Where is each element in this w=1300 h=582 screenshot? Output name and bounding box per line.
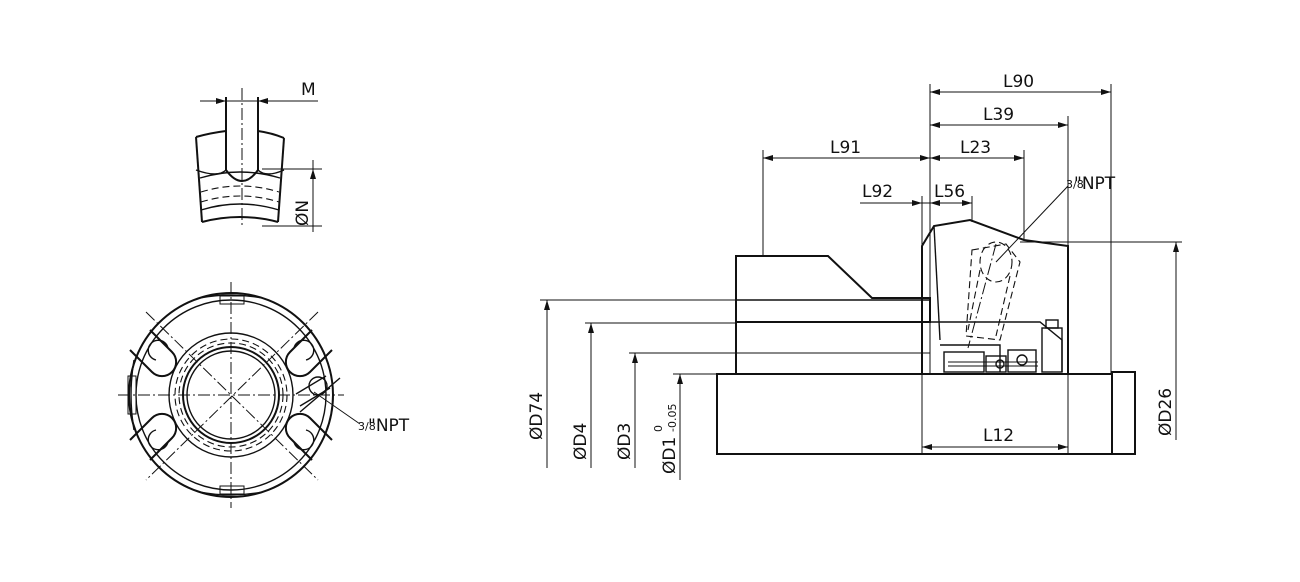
npt-right-label: "NPT (1074, 174, 1116, 194)
dim-l91-label: L91 (830, 138, 861, 158)
dim-l56-label: L56 (934, 182, 965, 202)
dim-d74-label: ØD74 (527, 392, 547, 440)
dim-d26-label: ØD26 (1156, 388, 1176, 436)
dim-l92-label: L92 (862, 182, 893, 202)
dim-l90-label: L90 (1003, 72, 1034, 92)
slot-detail-view: M ØN (195, 80, 322, 232)
slot-lower-left (129, 412, 178, 461)
slot-upper-right (284, 329, 333, 378)
dim-d1-tol-lower: -0.05 (666, 404, 679, 432)
npt-left-label: "NPT (368, 416, 410, 436)
dim-d4-label: ØD4 (571, 423, 591, 460)
slot-upper-left (129, 329, 178, 378)
npt-left-frac: 3/8 (358, 420, 376, 433)
dim-d3-label: ØD3 (615, 423, 635, 460)
slot-lower-right (284, 412, 333, 461)
dim-l12-label: L12 (983, 426, 1014, 446)
npt-right-frac: 3/8 (1066, 178, 1084, 191)
dim-d1-label: ØD1 (660, 437, 680, 474)
sectional-side-view: 3/8 "NPT L90 L39 L91 L23 L92 (527, 72, 1182, 480)
dim-d1-tol-upper: 0 (652, 425, 665, 432)
end-view: 3/8 "NPT (118, 282, 410, 508)
dim-l39-label: L39 (983, 105, 1014, 125)
dim-l23-label: L23 (960, 138, 991, 158)
dim-phi-n-label: ØN (293, 200, 313, 226)
dim-m-label: M (301, 80, 316, 100)
